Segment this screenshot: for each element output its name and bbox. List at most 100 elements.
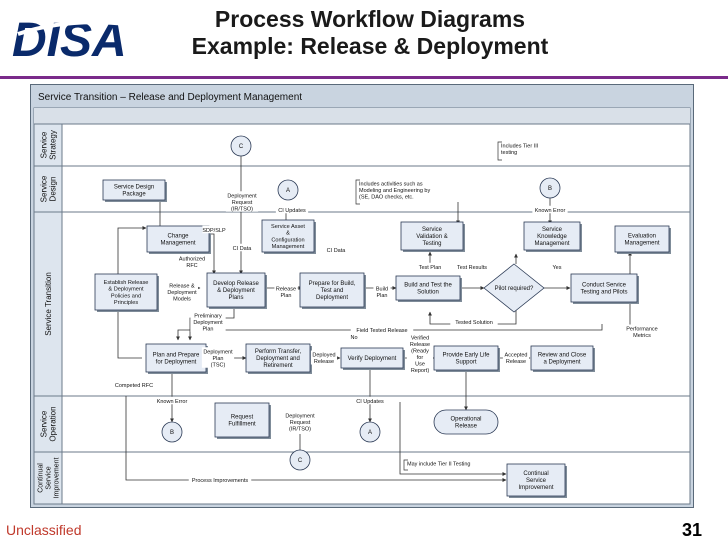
- task-box: [506, 463, 566, 497]
- flow-label-known-error-top: Known Error: [535, 208, 566, 214]
- task-label: Verify Deployment: [348, 356, 397, 362]
- connector-label: B: [170, 430, 174, 436]
- connector-c-top: C: [230, 135, 252, 157]
- flow-tier2-to-csi: [399, 402, 507, 476]
- flow-label-ci-updates-top: CI Updates: [278, 208, 306, 214]
- task-box: [340, 347, 404, 369]
- connector-circle: [289, 449, 311, 471]
- task-box: [523, 221, 581, 251]
- task-box: [614, 225, 670, 253]
- flow-label-sdp-slp: SDP/SLP: [202, 228, 226, 234]
- flow-label-bg: [310, 350, 338, 365]
- connector-label: B: [548, 186, 552, 192]
- lane-label-transition: Service Transition: [44, 272, 53, 336]
- flow-label-tested-solution: Tested Solution: [455, 320, 493, 326]
- decision-label: Pilot required?: [495, 286, 534, 292]
- lane-label-design: ServiceDesign: [39, 175, 57, 202]
- title-line-1: Process Workflow Diagrams: [214, 6, 526, 32]
- connector-b-operation: B: [161, 421, 183, 443]
- flow-label-bg: [350, 325, 414, 334]
- flow-label-bg: [452, 262, 492, 271]
- flow-label-bg: [225, 191, 259, 212]
- flow-label-no: No: [350, 335, 357, 341]
- connector-c-csi: C: [289, 449, 311, 471]
- flow-label-ci-updates-ops: CI Updates: [356, 399, 384, 405]
- lane-header-design: [33, 165, 63, 213]
- title-divider: [0, 76, 728, 79]
- connector-circle: [161, 421, 183, 443]
- annotation-text: May include Tier II Testing: [407, 462, 470, 468]
- logo-swoosh: [17, 20, 155, 36]
- page-number: 31: [682, 520, 703, 540]
- flow-label-bg: [190, 311, 226, 332]
- flow-label-bg: [324, 245, 348, 254]
- lane-label-csi: ContinualServiceImprovement: [37, 458, 60, 499]
- task-verify-deployment: Verify Deployment: [340, 347, 405, 370]
- classification-label: Unclassified: [6, 522, 82, 538]
- task-box: [299, 272, 365, 308]
- slide-title: Process Workflow Diagrams Example: Relea…: [150, 6, 590, 60]
- disa-logo: DISA: [8, 6, 158, 67]
- connector-circle: [359, 421, 381, 443]
- flow-label-ci-data-2: CI Data: [327, 248, 347, 254]
- task-box: [214, 402, 270, 438]
- flow-label-bg: [502, 350, 530, 365]
- connector-circle: [277, 179, 299, 201]
- lane-header-band: [34, 108, 690, 124]
- lane-header-transition: [33, 211, 63, 397]
- lane-body-csi: [61, 451, 691, 505]
- task-box: [433, 345, 499, 371]
- flow-label-bg: [532, 205, 568, 214]
- task-box: [395, 275, 461, 301]
- flow-label-bg: [551, 262, 563, 271]
- lane-label-operation: ServiceOperation: [39, 406, 57, 441]
- connector-a-design: A: [277, 179, 299, 201]
- annotation-bracket: [355, 179, 360, 205]
- flow-label-yes: Yes: [553, 265, 562, 271]
- flow-label-completed-rfc: Competed RFC: [115, 383, 153, 389]
- flow-label-test-plan: Test Plan: [419, 265, 442, 271]
- flow-label-bg: [624, 324, 660, 339]
- title-line-2: Example: Release & Deployment: [191, 33, 549, 59]
- connector-b-design: B: [539, 177, 561, 199]
- diagram-title: Service Transition – Release and Deploym…: [38, 92, 302, 103]
- flow-label-bg: [275, 205, 309, 214]
- connector-label: A: [368, 430, 372, 436]
- flow-label-bg: [283, 411, 317, 432]
